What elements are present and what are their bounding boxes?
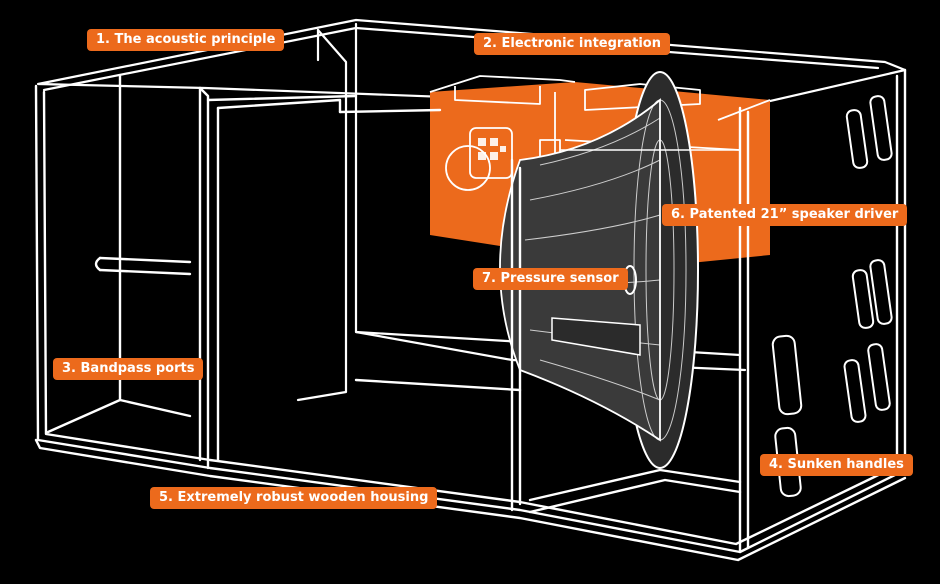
callout-electronic-integration: 2. Electronic integration xyxy=(474,33,670,55)
callout-acoustic-principle: 1. The acoustic principle xyxy=(87,29,285,51)
callout-bandpass-ports: 3. Bandpass ports xyxy=(53,358,204,380)
callout-wooden-housing: 5. Extremely robust wooden housing xyxy=(150,487,438,509)
circuit-board-detail xyxy=(478,138,506,160)
speaker-driver xyxy=(499,71,699,469)
sunken-handles xyxy=(771,95,893,498)
callout-sunken-handles: 4. Sunken handles xyxy=(760,454,913,476)
callout-speaker-driver: 6. Patented 21” speaker driver xyxy=(662,204,908,226)
callout-pressure-sensor: 7. Pressure sensor xyxy=(473,268,628,290)
